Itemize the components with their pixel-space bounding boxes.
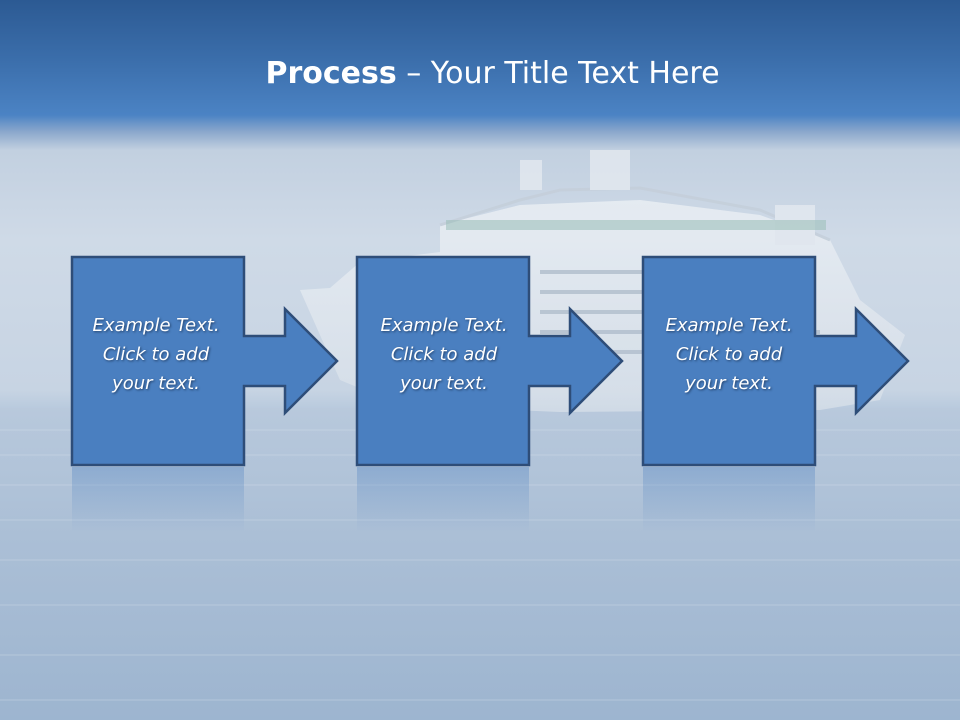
- step-2-text[interactable]: Example Text. Click to add your text.: [380, 315, 508, 394]
- title-strong: Process: [265, 56, 397, 91]
- step-1-text[interactable]: Example Text. Click to add your text.: [92, 315, 220, 394]
- step-reflections: [72, 467, 815, 532]
- title-rest: – Your Title Text Here: [396, 56, 720, 91]
- step-2-shape[interactable]: [355, 255, 624, 467]
- step-1-shape[interactable]: [70, 255, 339, 467]
- step-3-shape[interactable]: [641, 255, 910, 467]
- slide-title[interactable]: Process – Your Title Text Here: [0, 52, 960, 96]
- step-3-text[interactable]: Example Text. Click to add your text.: [665, 315, 793, 394]
